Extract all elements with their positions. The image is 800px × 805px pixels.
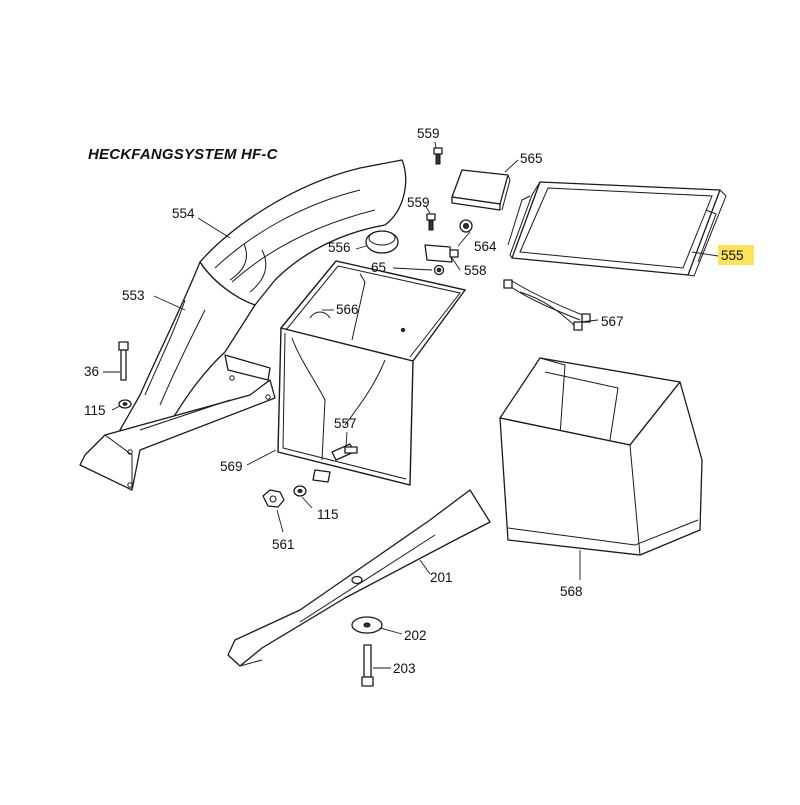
- label-566: 566: [336, 302, 359, 317]
- label-65: 65: [371, 260, 386, 275]
- label-115-left: 115: [84, 403, 106, 418]
- label-567: 567: [601, 314, 624, 329]
- label-555: 555: [721, 248, 744, 263]
- part-556-cap-drawing: [365, 230, 399, 254]
- part-553-chute-drawing: [79, 261, 276, 491]
- part-568-grass-bag-drawing: [499, 357, 703, 556]
- label-36: 36: [84, 364, 99, 379]
- label-553: 553: [122, 288, 145, 303]
- part-36-bolt-drawing: [118, 341, 129, 381]
- label-202: 202: [404, 628, 427, 643]
- part-201-blade-drawing: [227, 489, 491, 667]
- label-556: 556: [328, 240, 351, 255]
- part-202-washer-drawing: [351, 616, 383, 634]
- part-559-screw-top-drawing: [433, 147, 443, 165]
- part-555-frame-drawing: [507, 181, 727, 277]
- leader-lines: [103, 141, 719, 669]
- label-201: 201: [430, 570, 453, 585]
- label-115-right: 115: [317, 507, 339, 522]
- part-567-cable-drawing: [503, 279, 591, 331]
- part-565-cover-drawing: [451, 169, 511, 211]
- label-561: 561: [272, 537, 295, 552]
- label-557: 557: [334, 416, 357, 431]
- part-labels: 559 565 559 554 556 564 555 65 558 553 5…: [84, 126, 744, 676]
- part-115-washer-left-drawing: [118, 399, 132, 409]
- label-554: 554: [172, 206, 195, 221]
- label-203: 203: [393, 661, 416, 676]
- part-569-basket-frame-drawing: [277, 260, 467, 486]
- label-565: 565: [520, 151, 543, 166]
- label-564: 564: [474, 239, 497, 254]
- part-557-bolt-drawing: [331, 443, 358, 461]
- highlight-555: [718, 245, 754, 265]
- label-558: 558: [464, 263, 487, 278]
- part-203-bolt-drawing: [361, 644, 374, 687]
- label-559-mid: 559: [407, 195, 430, 210]
- label-559-top: 559: [417, 126, 440, 141]
- part-65-nut-drawing: [433, 264, 445, 276]
- diagram-title: HECKFANGSYSTEM HF-C: [88, 146, 278, 163]
- label-568: 568: [560, 584, 583, 599]
- part-115-washer-right-drawing: [293, 485, 307, 497]
- part-564-nut-drawing: [459, 219, 473, 233]
- part-561-nut-drawing: [262, 489, 285, 508]
- label-569: 569: [220, 459, 243, 474]
- part-558-switch-drawing: [424, 244, 459, 263]
- part-559-screw-mid-drawing: [426, 213, 436, 231]
